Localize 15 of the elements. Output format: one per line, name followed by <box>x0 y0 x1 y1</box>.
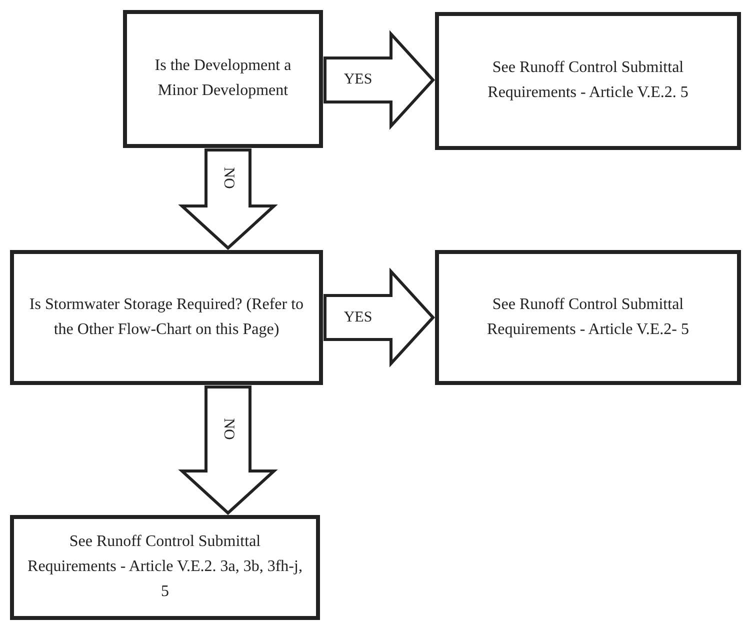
box-text: See Runoff Control Submittal Requirements - Article V.E.2. 3a, 3b, 3fh-j, 5 <box>26 532 304 602</box>
box-text: See Runoff Control Submittal Requirements - Article V.E.2- 5 <box>486 294 690 340</box>
block-arrow <box>324 30 436 130</box>
block-arrow <box>178 148 278 250</box>
decision-box <box>10 250 323 385</box>
block-arrow <box>324 268 436 368</box>
box-text: Is Stormwater Storage Required? (Refer to the Other Flow-Chart on this Page) <box>28 294 305 340</box>
result-box <box>435 250 741 385</box>
box-text: See Runoff Control Submittal Requirements - Article V.E.2. 5 <box>486 58 690 103</box>
result-box <box>10 515 320 620</box>
box-text: Is the Development a Minor Development <box>154 56 292 101</box>
decision-box <box>123 10 323 148</box>
block-arrow <box>178 386 278 516</box>
edge-label: YES <box>342 310 374 325</box>
result-box <box>435 12 741 150</box>
